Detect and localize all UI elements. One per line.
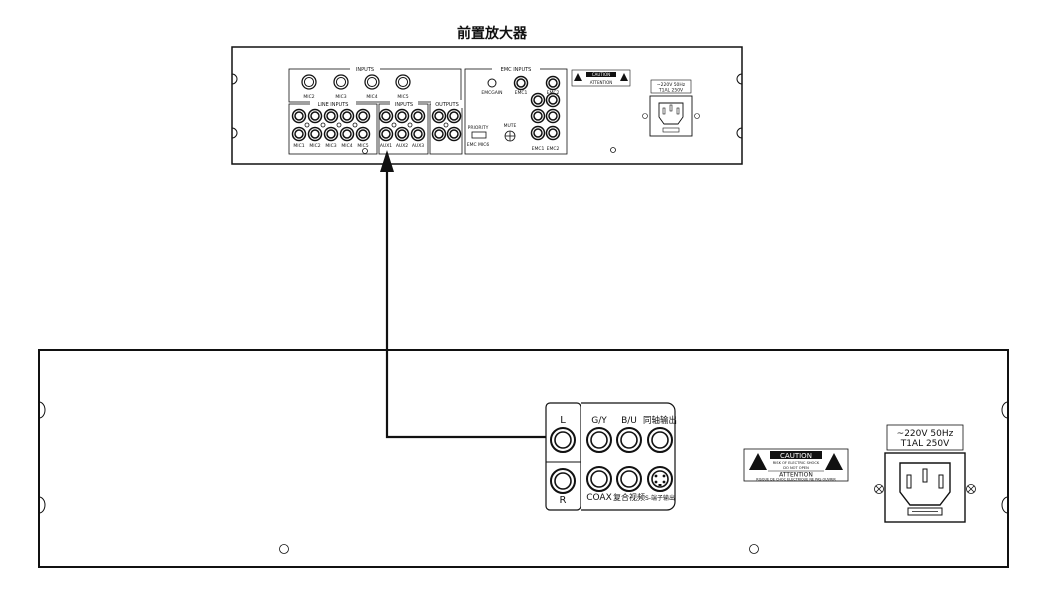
- preamp-mic-bottom-4: MIC4: [341, 143, 352, 149]
- preamp-priority-label: PRIORITY: [468, 125, 489, 131]
- preamp-mic-top-3: MIC4: [366, 94, 377, 100]
- player-attention-sub: RISQUE DE CHOC ELECTRIQUE NE PAS OUVRIR: [756, 478, 836, 482]
- preamp-mic-top-1: MIC2: [303, 94, 314, 100]
- player-gy-label: G/Y: [591, 416, 607, 426]
- player-gy-jack: [586, 427, 612, 453]
- player-right-label: R: [560, 495, 567, 506]
- preamp-mic-top-4: MIC5: [397, 94, 408, 100]
- player-svideo-label: S-端子输出: [645, 494, 675, 502]
- preamp-screw-hole: [610, 147, 616, 153]
- player-right-jack: [550, 468, 576, 494]
- preamp-mic-bottom-3: MIC3: [325, 143, 336, 149]
- player-power-line2: T1AL 250V: [900, 439, 950, 449]
- preamp-jack-grid: [291, 108, 462, 154]
- player-left-jack: [550, 427, 576, 453]
- preamp-outputs-label: OUTPUTS: [435, 102, 459, 108]
- preamp-emc-inputs-label: EMC INPUTS: [501, 67, 532, 73]
- diagram-title: 前置放大器: [457, 25, 528, 42]
- preamp-power-line2: T1AL 250V: [658, 88, 684, 94]
- preamp-emc1-bottom: EMC1: [532, 146, 545, 152]
- preamp-aux-2: AUX2: [396, 143, 408, 149]
- player-attention-text: ATTENTION: [779, 472, 813, 479]
- preamp-emc-gain-label: EMCGAIN: [481, 90, 502, 96]
- player-svideo-jack: [647, 466, 673, 492]
- signal-cable: [380, 150, 546, 439]
- player-coax-out-label: 同轴输出: [643, 415, 677, 426]
- preamp-power-socket: ~220V 50Hz T1AL 250V: [642, 79, 700, 137]
- player-left-label: L: [560, 415, 566, 426]
- player-caution-sub2: DO NOT OPEN: [783, 466, 809, 470]
- preamp-attention-text: ATTENTION: [590, 80, 613, 85]
- player-screw-hole-right: [749, 544, 759, 554]
- preamp-caution-label: CAUTION ATTENTION: [571, 69, 631, 87]
- preamp-priority-switch: [471, 131, 487, 139]
- preamp-power-line1: ~220V 50Hz: [657, 82, 686, 88]
- preamp-emc-jacks: [513, 75, 561, 141]
- preamp-panel: INPUTS MIC2 MIC3 MIC4 MIC5 LINE INPUTS I…: [231, 46, 743, 165]
- player-coax-out-jack: [647, 427, 673, 453]
- preamp-aux-3: AUX3: [412, 143, 424, 149]
- preamp-mic-top-2: MIC3: [335, 94, 346, 100]
- preamp-line-inputs-label: LINE INPUTS: [318, 102, 349, 108]
- preamp-inputs-label: INPUTS: [356, 67, 374, 73]
- player-panel: L R G/Y B/U 同轴输出 COAX 复合视频 S-端子输出: [38, 349, 1009, 568]
- player-composite-jack: [616, 466, 642, 492]
- player-caution-text: CAUTION: [780, 452, 812, 460]
- player-bu-jack: [616, 427, 642, 453]
- preamp-emc1-top: EMC1: [515, 90, 528, 96]
- cable-arrowhead: [380, 150, 394, 172]
- player-caution-sub1: RISK OF ELECTRIC SHOCK: [773, 461, 820, 465]
- preamp-emc2-top: EMC2: [547, 90, 560, 96]
- preamp-caution-text: CAUTION: [592, 72, 610, 77]
- preamp-emc2-bottom: EMC2: [547, 146, 560, 152]
- player-composite-label: 复合视频: [613, 492, 645, 502]
- player-bu-label: B/U: [621, 416, 637, 426]
- preamp-inputs2-label: INPUTS: [395, 102, 413, 108]
- preamp-mic-bottom-5: MIC5: [357, 143, 368, 149]
- player-power-socket: ~220V 50Hz T1AL 250V: [874, 424, 976, 523]
- preamp-mic-bottom-1: MIC1: [293, 143, 304, 149]
- player-coax-jack: [586, 466, 612, 492]
- preamp-mute-label: MUTE: [504, 123, 517, 129]
- player-screw-hole-left: [279, 544, 289, 554]
- preamp-emc-gain-knob: [487, 78, 497, 88]
- preamp-aux-1: AUX1: [380, 143, 392, 149]
- preamp-mic-bottom-2: MIC2: [309, 143, 320, 149]
- player-coax-label: COAX: [586, 493, 612, 503]
- player-power-line1: ~220V 50Hz: [897, 429, 954, 439]
- preamp-priority-options: EMC MIC6: [467, 142, 490, 148]
- preamp-mute-knob: [504, 130, 516, 142]
- player-caution-label: CAUTION RISK OF ELECTRIC SHOCK DO NOT OP…: [743, 448, 849, 482]
